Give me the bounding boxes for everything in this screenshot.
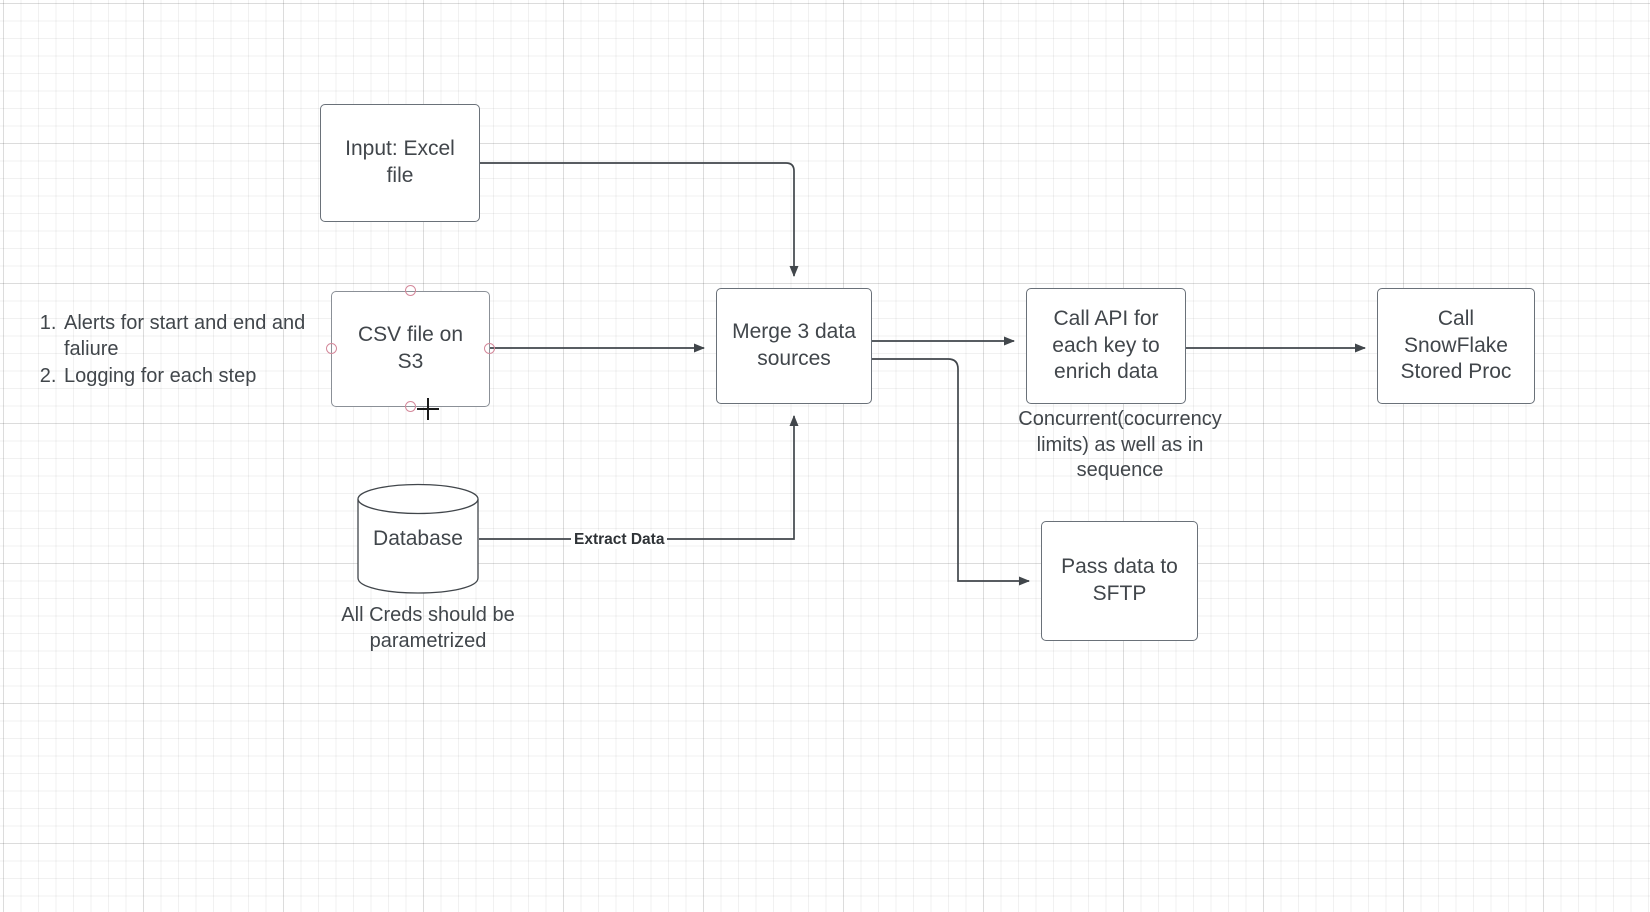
node-csv-file-on-s3[interactable]: CSV file on S3 — [331, 291, 490, 407]
node-label-merge-data-sources: Merge 3 data sources — [732, 320, 856, 370]
caption-concurrency-note: Concurrent(cocurrency limits) as well as… — [1018, 408, 1222, 482]
node-database[interactable]: Database — [357, 482, 479, 595]
node-input-excel[interactable]: Input: Excel file — [320, 104, 480, 222]
node-label-pass-data-to-sftp: Pass data to SFTP — [1061, 555, 1178, 605]
note-item-logging: Logging for each step — [62, 363, 336, 389]
node-label-input-excel: Input: Excel file — [345, 137, 455, 187]
connection-handle-bottom[interactable] — [405, 401, 416, 412]
edge-label-extract-data: Extract Data — [571, 531, 668, 549]
connection-handle-top[interactable] — [405, 285, 416, 296]
node-call-api[interactable]: Call API for each key to enrich data — [1026, 288, 1186, 404]
node-label-database: Database — [373, 526, 463, 550]
node-label-call-snowflake-stored-proc: Call SnowFlake Stored Proc — [1400, 306, 1512, 384]
edge-database-to-merge — [479, 415, 799, 540]
node-merge-data-sources[interactable]: Merge 3 data sources — [716, 288, 872, 404]
note-item-alerts: Alerts for start and end and faliure — [62, 310, 336, 362]
edge-excel-to-merge — [480, 162, 799, 277]
connection-handle-right[interactable] — [484, 343, 495, 354]
node-call-snowflake-stored-proc[interactable]: Call SnowFlake Stored Proc — [1377, 288, 1535, 404]
node-label-call-api: Call API for each key to enrich data — [1052, 306, 1160, 384]
notes-list: Alerts for start and end and faliure Log… — [36, 310, 336, 390]
connection-handle-left[interactable] — [326, 343, 337, 354]
cylinder-icon — [357, 483, 479, 594]
node-pass-data-to-sftp[interactable]: Pass data to SFTP — [1041, 521, 1198, 641]
node-label-csv-file-on-s3: CSV file on S3 — [357, 323, 464, 373]
caption-creds-note: All Creds should be parametrized — [341, 604, 515, 652]
